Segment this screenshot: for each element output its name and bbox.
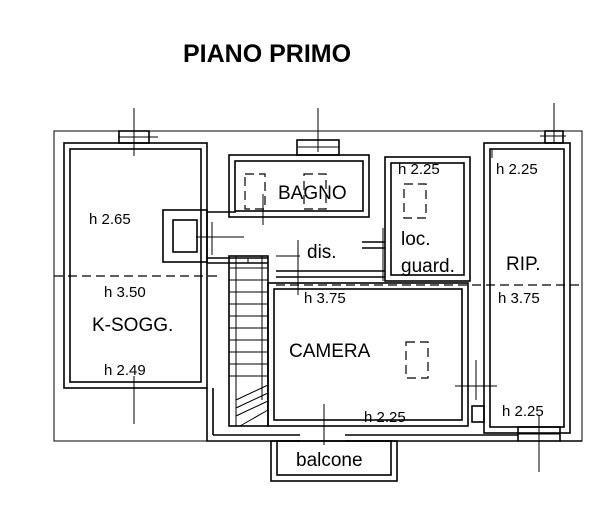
height-camera-top: h 3.75 xyxy=(304,290,346,307)
height-ksogg-bottom: h 2.49 xyxy=(104,362,146,379)
height-camera-bottom: h 2.25 xyxy=(364,409,406,426)
height-rip-bottom: h 2.25 xyxy=(502,403,544,420)
room-label-loc: loc. xyxy=(401,229,431,250)
loc-guard-room: h 2.25 loc. guard. xyxy=(382,156,471,282)
balcone: balcone xyxy=(270,440,398,482)
height-rip-top: h 2.25 xyxy=(496,161,538,178)
room-label-camera: CAMERA xyxy=(289,341,371,362)
duct xyxy=(162,209,244,263)
height-rip-mid: h 3.75 xyxy=(498,290,540,307)
room-label-guard: guard. xyxy=(401,256,455,277)
height-ksogg-top: h 2.65 xyxy=(89,211,131,228)
disimpegno: dis. xyxy=(207,211,385,295)
height-change-line xyxy=(54,275,582,286)
plan-title: PIANO PRIMO xyxy=(183,40,351,68)
bagno-room: BAGNO xyxy=(228,108,370,225)
room-label-balcone: balcone xyxy=(296,450,363,471)
room-label-ksogg: K-SOGG. xyxy=(92,315,173,336)
room-label-bagno: BAGNO xyxy=(278,183,347,204)
ksogg-room: h 2.65 h 3.50 K-SOGG. h 2.49 xyxy=(89,211,173,379)
rip-room: h 2.25 RIP. h 3.75 h 2.25 xyxy=(455,103,571,472)
height-loc-guard: h 2.25 xyxy=(398,161,440,178)
room-label-rip: RIP. xyxy=(506,254,541,275)
staircase xyxy=(228,255,269,427)
height-ksogg-mid: h 3.50 xyxy=(104,284,146,301)
room-label-dis: dis. xyxy=(307,242,337,263)
camera-room: h 3.75 CAMERA h 2.25 xyxy=(267,282,469,445)
exterior-walls xyxy=(63,108,208,424)
